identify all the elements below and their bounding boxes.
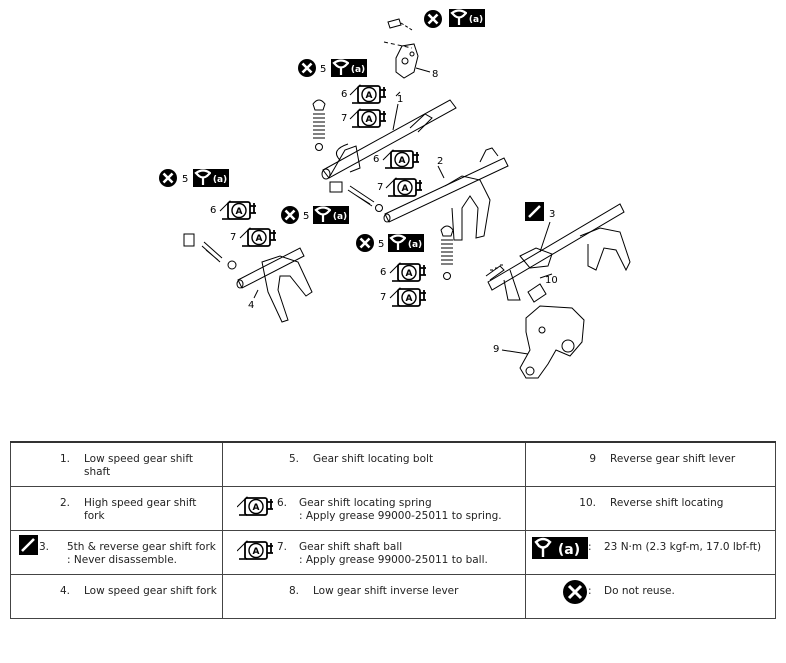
svg-text:6: 6	[341, 89, 347, 100]
legend-num: 6.	[277, 497, 288, 509]
svg-text:5: 5	[182, 174, 188, 185]
legend-num: 1.	[59, 453, 70, 465]
legend-row: 1. Low speed gear shift shaft 5. Gear shif…	[10, 441, 776, 487]
never-disassemble-icon: 3	[525, 202, 555, 221]
legend-text: Gear shift locating bolt	[313, 453, 434, 465]
legend-num: 3.	[39, 541, 50, 553]
svg-text:(a): (a)	[213, 175, 227, 185]
svg-text:(a): (a)	[333, 212, 347, 222]
legend-text: Gear shift locating spring	[299, 497, 432, 509]
svg-text:10: 10	[545, 275, 558, 286]
legend-num: 8.	[288, 585, 299, 597]
svg-text:5: 5	[303, 211, 309, 222]
legend-text: Reverse shift locating	[610, 497, 724, 509]
svg-text:7: 7	[377, 182, 383, 193]
legend-table: 1. Low speed gear shift shaft 5. Gear shif…	[10, 441, 776, 619]
legend-text: 23 N·m (2.3 kgf-m, 17.0 lbf-ft)	[604, 541, 762, 553]
part-5-bolts-springs-balls	[183, 99, 454, 280]
legend-num: 9	[589, 453, 596, 465]
legend-num: 2.	[59, 497, 70, 509]
legend-num: 5.	[288, 453, 299, 465]
svg-text:6: 6	[373, 154, 379, 165]
svg-text:5: 5	[378, 239, 384, 250]
svg-text:9: 9	[493, 344, 499, 355]
legend-text: 5th & reverse gear shift fork	[67, 541, 216, 553]
svg-text:5: 5	[320, 64, 326, 75]
svg-text:7: 7	[341, 113, 347, 124]
legend-num: 4.	[59, 585, 70, 597]
svg-text:7: 7	[380, 292, 386, 303]
grease-symbols: 6 7 6 7 6 7 6 7	[210, 84, 427, 307]
no-reuse-icon	[530, 579, 588, 605]
legend-note: : Apply grease 99000-25011 to spring.	[299, 510, 502, 522]
svg-text:8: 8	[432, 69, 438, 80]
legend-text: Low speed gear shift shaft	[84, 453, 193, 478]
no-reuse-torque-group-3: 5 (a)	[279, 204, 349, 226]
legend-note: : Apply grease 99000-25011 to ball.	[299, 554, 488, 566]
legend-num: 10.	[579, 497, 596, 509]
svg-text:(a): (a)	[408, 240, 422, 250]
svg-text:2: 2	[437, 156, 443, 167]
legend-text: Do not reuse.	[604, 585, 675, 597]
svg-text:(a): (a)	[351, 65, 365, 75]
legend-row: 2. High speed gear shift fork 6. Gear shif…	[10, 486, 776, 531]
svg-text:6: 6	[210, 205, 216, 216]
no-reuse-torque-group-2: 5 (a)	[157, 167, 229, 189]
legend-num: 7.	[277, 541, 288, 553]
exploded-diagram: A (a) 5 (a) 5 (a) 5 (a) 5 (a) 6 7 6 7 6 …	[157, 7, 631, 379]
legend-text: Low speed gear shift fork	[84, 585, 217, 597]
part-1-low-speed-shaft: 1	[321, 91, 457, 180]
legend-note: : Never disassemble.	[67, 554, 178, 566]
legend-text: Gear shift shaft ball	[299, 541, 403, 553]
legend-row: 3. 5th & reverse gear shift fork: Never d…	[10, 530, 776, 575]
grease-icon	[227, 493, 277, 527]
no-reuse-torque-group-1: 5 (a)	[296, 57, 367, 79]
svg-text:7: 7	[230, 232, 236, 243]
torque-label: (a)	[469, 15, 483, 25]
svg-text:1: 1	[397, 94, 403, 105]
legend-row: 4. Low speed gear shift fork 8. Low gear s…	[10, 574, 776, 619]
torque-label: (a)	[558, 542, 580, 558]
legend-num: :	[588, 585, 592, 597]
never-disassemble-icon	[15, 535, 39, 567]
part-8-inverse-lever: 8	[383, 18, 438, 80]
legend-text: High speed gear shift fork	[84, 497, 197, 522]
part-9-10-reverse-lever: 10 9	[493, 273, 585, 379]
part-3-5th-reverse-fork	[485, 203, 631, 301]
legend-text: Low gear shift inverse lever	[313, 585, 459, 597]
part-2-high-speed-fork: 2	[383, 147, 509, 241]
legend-num: :	[588, 541, 592, 553]
torque-icon: (a)	[530, 535, 588, 559]
legend-text: Reverse gear shift lever	[610, 453, 736, 465]
svg-text:6: 6	[380, 267, 386, 278]
svg-text:4: 4	[248, 300, 254, 311]
no-reuse-torque-group-4: 5 (a)	[354, 232, 424, 254]
no-reuse-torque-group-top: (a)	[422, 7, 485, 30]
part-4-low-speed-fork: 4	[236, 247, 313, 323]
svg-text:3: 3	[549, 209, 555, 220]
grease-icon	[227, 537, 277, 571]
